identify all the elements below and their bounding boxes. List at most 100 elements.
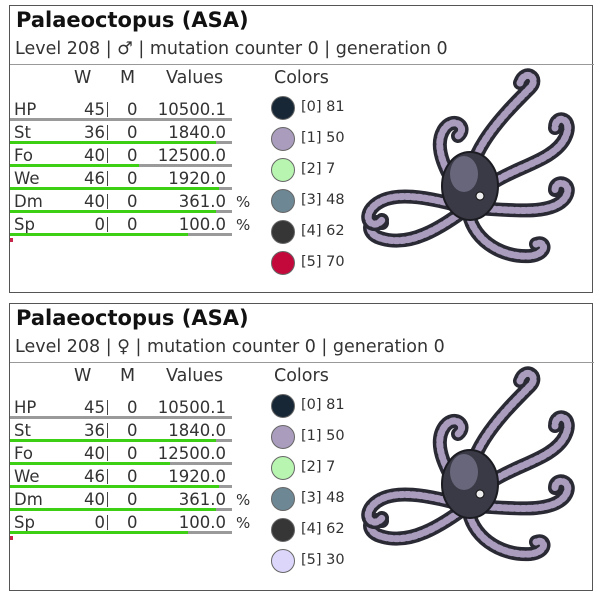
creature-card-2: Palaeoctopus (ASA)Level 208 | ♀ | mutati… <box>9 303 594 591</box>
color-swatch-4[interactable] <box>271 518 295 542</box>
stat-name: St <box>14 123 31 142</box>
stat-bar-fill <box>10 508 217 511</box>
color-swatch-label: [1] 50 <box>301 130 345 146</box>
stat-bar-fill <box>10 485 219 488</box>
stat-wild-points: 0 <box>94 215 106 234</box>
stat-bar-track <box>10 233 232 236</box>
card-title: Palaeoctopus (ASA) <box>16 306 249 330</box>
colors-column-header: Colors <box>274 366 329 386</box>
column-separator <box>107 469 108 484</box>
stat-wild-points: 36 <box>84 123 105 142</box>
stat-wild-points: 45 <box>84 100 105 119</box>
values-column-header: Values <box>166 366 224 386</box>
stat-mutation-points: 0 <box>127 421 138 440</box>
stat-mutation-points: 0 <box>127 467 138 486</box>
w-column-header: W <box>74 68 92 88</box>
stat-wild-points: 40 <box>84 444 105 463</box>
stat-name: HP <box>14 100 37 119</box>
creature-card-1: Palaeoctopus (ASA) Level 208 | ♂ | mutati… <box>9 5 594 293</box>
stat-bar-track <box>10 210 232 213</box>
stat-bar-track <box>10 416 232 419</box>
color-swatch-label: [3] 48 <box>301 192 345 208</box>
column-separator <box>107 194 108 209</box>
stat-marker <box>10 536 13 540</box>
column-separator <box>107 125 108 140</box>
header-divider <box>10 362 594 363</box>
color-swatch-3[interactable] <box>271 487 295 511</box>
stat-name: Sp <box>14 215 35 234</box>
stat-unit: % <box>236 491 251 509</box>
stat-value: 12500.0 <box>157 444 226 463</box>
stat-marker <box>10 238 13 242</box>
stat-bar-track <box>10 462 232 465</box>
color-swatch-3[interactable] <box>271 189 295 213</box>
color-swatch-label: [4] 62 <box>301 223 345 239</box>
stat-name: St <box>14 421 31 440</box>
color-swatch-label: [0] 81 <box>301 397 345 413</box>
color-swatch-label: [3] 48 <box>301 490 345 506</box>
stat-name: We <box>14 169 40 188</box>
stat-bar-fill <box>10 462 170 465</box>
card-subtitle: Level 208 | ♂ | mutation counter 0 | gen… <box>15 39 448 59</box>
stat-value: 1840.0 <box>168 123 226 142</box>
stat-bar-fill <box>10 531 188 534</box>
stat-bar-track <box>10 531 232 534</box>
color-swatch-4[interactable] <box>271 220 295 244</box>
color-swatch-label: [5] 70 <box>301 254 345 270</box>
values-column-header: Values <box>166 68 224 88</box>
color-swatch-0[interactable] <box>271 394 295 418</box>
color-swatch-2[interactable] <box>271 158 295 182</box>
stat-bar-track <box>10 118 232 121</box>
stat-value: 1920.0 <box>168 169 226 188</box>
stat-bar-fill <box>10 187 219 190</box>
color-swatch-0[interactable] <box>271 96 295 120</box>
color-swatch-1[interactable] <box>271 425 295 449</box>
color-swatch-label: [5] 30 <box>301 552 345 568</box>
header-divider <box>10 64 594 65</box>
column-separator <box>107 423 108 438</box>
stat-value: 100.0 <box>178 215 226 234</box>
card-title: Palaeoctopus (ASA) <box>16 8 249 32</box>
stat-bar-track <box>10 164 232 167</box>
stat-unit: % <box>236 193 251 211</box>
stat-name: HP <box>14 398 37 417</box>
stat-name: Dm <box>14 490 43 509</box>
stat-bar-fill <box>10 210 217 213</box>
color-swatch-5[interactable] <box>271 251 295 275</box>
stat-mutation-points: 0 <box>127 146 138 165</box>
column-separator <box>107 217 108 232</box>
stat-unit: % <box>236 216 251 234</box>
color-swatch-2[interactable] <box>271 456 295 480</box>
stat-wild-points: 40 <box>84 146 105 165</box>
stat-mutation-points: 0 <box>127 398 138 417</box>
column-separator <box>107 148 108 163</box>
color-swatch-5[interactable] <box>271 549 295 573</box>
stat-value: 361.0 <box>178 490 226 509</box>
stat-value: 1920.0 <box>168 467 226 486</box>
stat-bar-track <box>10 187 232 190</box>
stat-mutation-points: 0 <box>127 490 138 509</box>
color-swatch-label: [2] 7 <box>301 161 336 177</box>
color-swatch-label: [4] 62 <box>301 521 345 537</box>
stat-mutation-points: 0 <box>127 513 138 532</box>
m-column-header: M <box>120 68 136 88</box>
stat-name: We <box>14 467 40 486</box>
stat-name: Fo <box>14 444 33 463</box>
m-column-header: M <box>120 366 136 386</box>
column-separator <box>107 171 108 186</box>
stat-mutation-points: 0 <box>127 100 138 119</box>
stat-mutation-points: 0 <box>127 192 138 211</box>
stat-name: Sp <box>14 513 35 532</box>
color-swatch-label: [2] 7 <box>301 459 336 475</box>
stat-bar-track <box>10 439 232 442</box>
stat-name: Fo <box>14 146 33 165</box>
color-swatch-1[interactable] <box>271 127 295 151</box>
stat-wild-points: 46 <box>84 169 105 188</box>
